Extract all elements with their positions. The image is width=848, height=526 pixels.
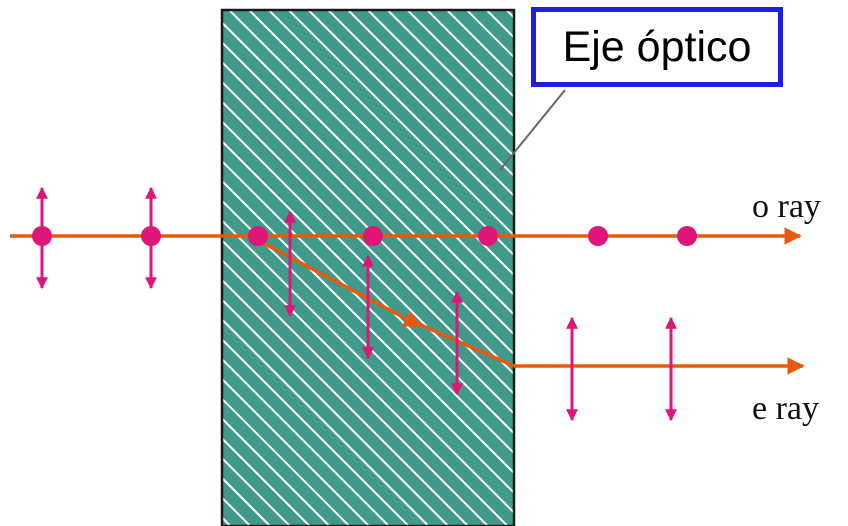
polarization-dot (677, 226, 697, 246)
polarization-dot (478, 226, 498, 246)
polarization-dot (363, 226, 383, 246)
e-ray-label: e ray (752, 390, 820, 427)
polarization-dot (248, 226, 268, 246)
e-ray-refracted-path-a (249, 234, 422, 328)
optic-axis-label: Eje óptico (531, 7, 783, 87)
optic-axis-label-text: Eje óptico (562, 22, 752, 71)
o-ray-label: o ray (752, 188, 821, 225)
optic-axis-leader-line (499, 89, 566, 171)
polarization-dot (588, 226, 608, 246)
